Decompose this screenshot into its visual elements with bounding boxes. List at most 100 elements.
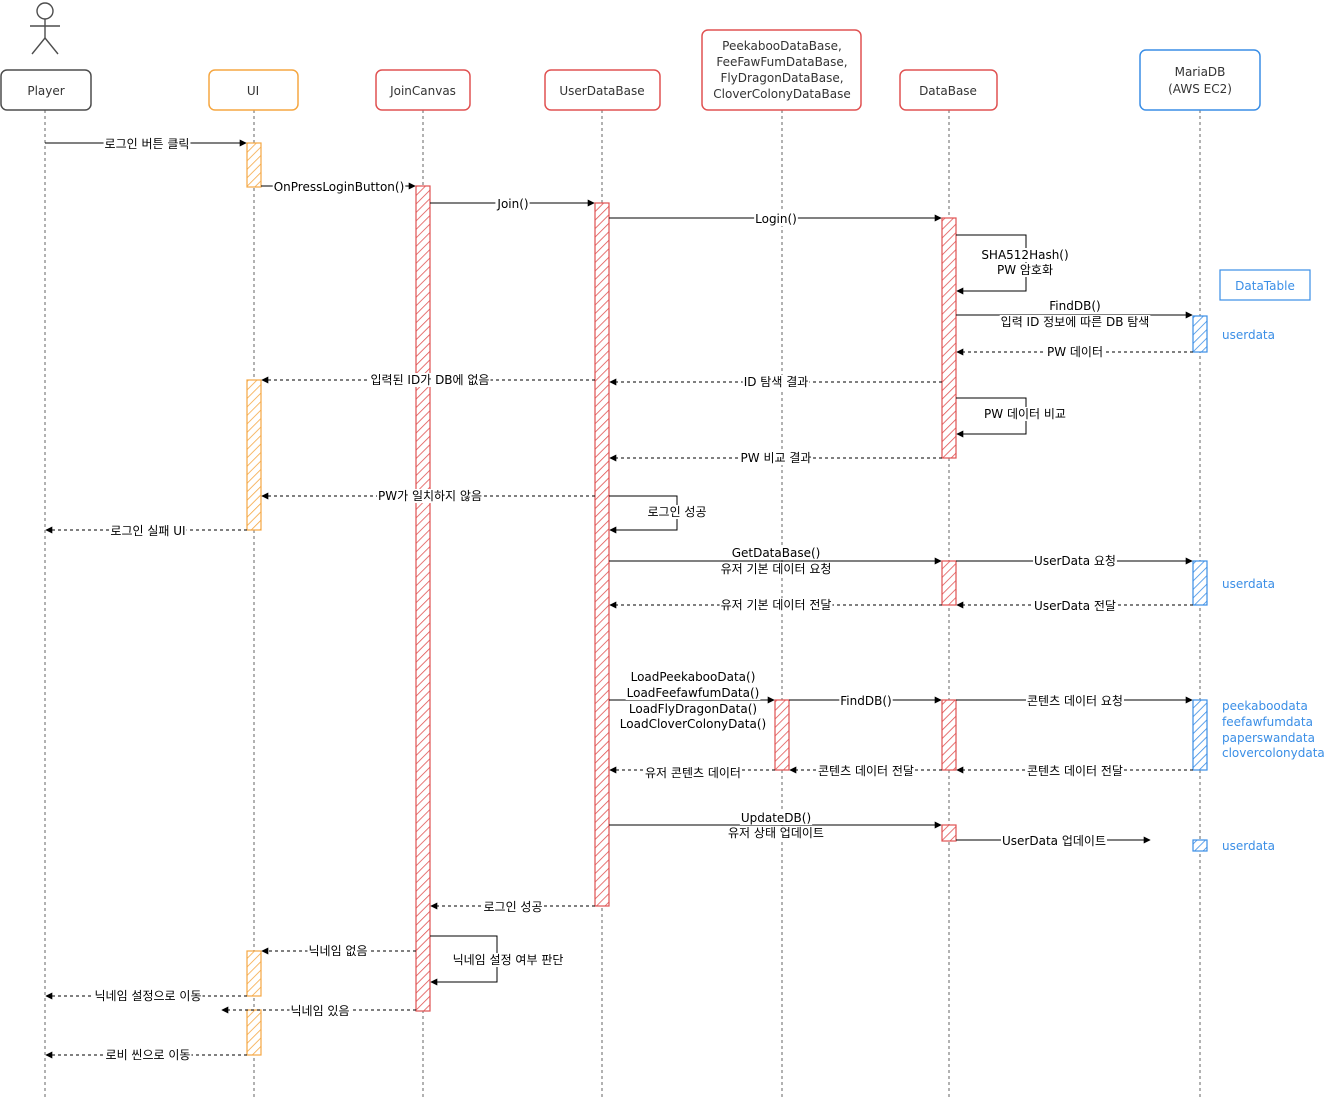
msg-sha512-label-1: SHA512Hash() xyxy=(981,248,1068,262)
mariadb-activation-3 xyxy=(1192,699,1208,771)
player-actor-icon xyxy=(30,2,60,55)
label-background xyxy=(646,505,708,519)
mariadb-activation-2 xyxy=(1192,560,1208,606)
mariadb-activation-4 xyxy=(1192,839,1208,852)
msg-login-success-label: 로그인 성공 xyxy=(483,900,542,914)
msg-onpress-label: OnPressLoginButton() xyxy=(274,180,405,194)
participant-mariadb-label-2: (AWS EC2) xyxy=(1168,82,1232,96)
database-activation-4 xyxy=(941,824,957,842)
msg-goto-nickname-label: 닉네임 설정으로 이동 xyxy=(95,989,202,1003)
label-background xyxy=(369,373,491,387)
label-background xyxy=(495,197,530,211)
label-background xyxy=(730,546,822,560)
msg-user-content-label: 유저 콘텐츠 데이터 xyxy=(645,766,741,780)
msg-content-transfer-label-1: 콘텐츠 데이터 전달 xyxy=(818,764,914,778)
content-data-label-3: paperswandata xyxy=(1222,731,1315,745)
participant-contentdb-label-1: PeekabooDataBase, xyxy=(722,39,842,53)
userdb-activation xyxy=(594,202,610,907)
label-background xyxy=(93,989,203,1003)
participant-mariadb: MariaDB (AWS EC2) xyxy=(1139,49,1261,111)
label-background xyxy=(482,900,544,914)
content-data-label-1: peekaboodata xyxy=(1222,699,1308,713)
msg-content-transfer-label-2: 콘텐츠 데이터 전달 xyxy=(1027,764,1123,778)
participant-player-label: Player xyxy=(27,84,64,98)
mariadb-data-labels: userdata userdata peekaboodata feefawfum… xyxy=(1222,328,1325,853)
label-background xyxy=(1045,345,1105,359)
msg-loaddata-label-3: LoadFlyDragonData() xyxy=(629,702,757,716)
datatable-note: DataTable xyxy=(1219,269,1311,301)
mariadb-activation-1 xyxy=(1192,315,1208,353)
ui-activation-1 xyxy=(246,142,262,188)
participant-contentdb-label-3: FlyDragonDataBase, xyxy=(720,71,843,85)
participant-joincanvas: JoinCanvas xyxy=(375,69,471,111)
label-background xyxy=(1033,599,1117,613)
msg-id-not-found-label: 입력된 ID가 DB에 없음 xyxy=(371,373,490,387)
content-data-label-4: clovercolonydata xyxy=(1222,746,1325,760)
label-background xyxy=(742,375,810,389)
label-background xyxy=(817,764,915,778)
msg-join-label: Join() xyxy=(496,197,528,211)
participant-contentdb-label-4: CloverColonyDataBase xyxy=(713,87,850,101)
label-background xyxy=(627,702,759,716)
messages xyxy=(45,139,1193,1059)
label-background xyxy=(739,811,813,825)
participant-mariadb-label-1: MariaDB xyxy=(1175,65,1226,79)
msg-loaddata-label-1: LoadPeekabooData() xyxy=(631,670,756,684)
label-background xyxy=(272,180,406,194)
msg-has-nickname-label: 닉네임 있음 xyxy=(290,1004,349,1018)
msg-pw-data-label: PW 데이터 xyxy=(1047,345,1103,359)
label-background xyxy=(719,598,833,612)
msg-login-fail-ui-label: 로그인 실패 UI xyxy=(110,524,185,538)
msg-sha512-label-2: PW 암호화 xyxy=(997,263,1053,277)
msg-no-nickname-label: 닉네임 없음 xyxy=(308,944,367,958)
participant-userdb-label: UserDataBase xyxy=(559,84,644,98)
msg-content-request-label: 콘텐츠 데이터 요청 xyxy=(1027,694,1123,708)
userdata-label-1: userdata xyxy=(1222,328,1275,342)
participant-database-label: DataBase xyxy=(919,84,977,98)
msg-pw-compare-result-label: PW 비교 결과 xyxy=(741,451,812,465)
msg-loaddata-label-4: LoadCloverColonyData() xyxy=(620,717,766,731)
message-labels: 로그인 버튼 클릭 OnPressLoginButton() Join() Lo… xyxy=(93,137,1151,1062)
label-background xyxy=(1001,834,1107,848)
msg-login-click-label: 로그인 버튼 클릭 xyxy=(105,137,190,151)
label-background xyxy=(307,944,369,958)
label-background xyxy=(999,315,1151,329)
participant-userdb: UserDataBase xyxy=(544,69,661,111)
label-background xyxy=(839,694,893,708)
msg-pw-mismatch-label: PW가 일치하지 않음 xyxy=(378,489,482,503)
participant-database: DataBase xyxy=(899,69,998,111)
msg-getdatabase-label-1: GetDataBase() xyxy=(732,546,821,560)
msg-getdatabase-label-2: 유저 기본 데이터 요청 xyxy=(721,562,832,576)
label-background xyxy=(289,1004,351,1018)
label-background xyxy=(629,670,757,684)
ui-activation-3 xyxy=(246,950,262,997)
label-background xyxy=(1048,299,1102,313)
msg-pwcompare-label: PW 데이터 비교 xyxy=(984,407,1066,421)
msg-login-success-self-label: 로그인 성공 xyxy=(647,505,706,519)
userdata-label-3: userdata xyxy=(1222,839,1275,853)
label-background xyxy=(104,1048,192,1062)
label-background xyxy=(103,137,191,151)
label-background xyxy=(983,407,1067,421)
msg-login-label: Login() xyxy=(755,212,797,226)
msg-id-search-result-label: ID 탐색 결과 xyxy=(744,375,809,389)
label-background xyxy=(451,953,565,967)
msg-finddb-label-2: 입력 ID 정보에 따른 DB 탐색 xyxy=(1001,315,1150,329)
participant-ui-label: UI xyxy=(247,84,259,98)
msg-loaddata-label-2: LoadFeefawfumData() xyxy=(627,686,760,700)
database-activation-1 xyxy=(941,217,957,459)
label-background xyxy=(980,248,1070,262)
msg-content-finddb-label: FindDB() xyxy=(840,694,891,708)
content-data-label-2: feefawfumdata xyxy=(1222,715,1313,729)
msg-nickname-check-label: 닉네임 설정 여부 판단 xyxy=(453,953,564,967)
database-activation-3 xyxy=(941,699,957,771)
label-background xyxy=(618,717,768,731)
participant-contentdb: PeekabooDataBase, FeeFawFumDataBase, Fly… xyxy=(701,29,862,111)
participant-player: Player xyxy=(0,69,92,111)
label-background xyxy=(109,524,187,538)
msg-userdata-transfer-label: UserData 전달 xyxy=(1034,599,1116,613)
label-background xyxy=(727,826,825,840)
label-background xyxy=(1033,554,1117,568)
msg-userdata-request-label: UserData 요청 xyxy=(1034,554,1116,568)
